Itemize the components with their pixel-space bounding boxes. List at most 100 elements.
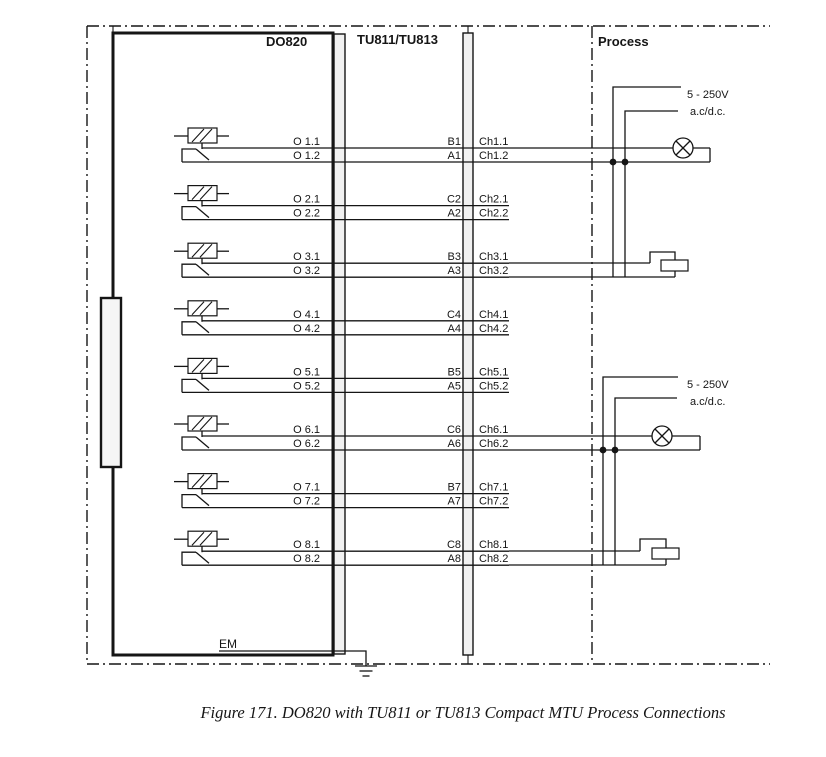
contact-blade <box>195 551 210 564</box>
supply2-line-a <box>602 376 678 565</box>
contact-blade <box>195 321 210 334</box>
channel-row: O 2.1 O 2.2 C2 A2 Ch2.1 Ch2.2 <box>174 184 509 221</box>
coil-hatch-1 <box>191 531 205 546</box>
ch3-load-circuit <box>509 251 689 278</box>
channel-label-bottom: Ch1.2 <box>479 150 508 162</box>
coil-hatch-1 <box>191 416 205 431</box>
terminal-label-bottom: A3 <box>448 265 461 277</box>
channel-label-bottom: Ch4.2 <box>479 323 508 335</box>
output-label-top: O 5.1 <box>293 366 320 378</box>
terminal-label-top: C4 <box>447 309 461 321</box>
channel-label-bottom: Ch5.2 <box>479 380 508 392</box>
lamp-cross-2 <box>675 140 691 156</box>
channel-label-bottom: Ch2.2 <box>479 208 508 220</box>
output-label-top: O 2.1 <box>293 194 320 206</box>
contact-arm <box>181 436 196 450</box>
output-label-bottom: O 4.2 <box>293 323 320 335</box>
contact-arm <box>181 263 196 278</box>
channel-row: O 6.1 O 6.2 C6 A6 Ch6.1 Ch6.2 <box>174 415 509 451</box>
contact-arm <box>181 551 196 566</box>
channel-label-bottom: Ch6.2 <box>479 438 508 450</box>
supply-group-2: 5 - 250V a.c/d.c. <box>602 376 729 565</box>
channel-label-top: Ch5.1 <box>479 366 508 378</box>
channel-label-top: Ch4.1 <box>479 309 508 321</box>
output-label-bottom: O 3.2 <box>293 265 320 277</box>
contact-arm <box>181 378 196 393</box>
channel-row: O 4.1 O 4.2 C4 A4 Ch4.1 Ch4.2 <box>174 300 509 336</box>
coil-hatch-2 <box>199 359 213 373</box>
contact-blade <box>195 378 210 391</box>
process-title: Process <box>598 34 649 49</box>
terminal-label-bottom: A6 <box>448 438 461 450</box>
output-label-top: O 3.1 <box>293 251 320 263</box>
channels-layer: O 1.1 O 1.2 B1 A1 Ch1.1 Ch1.2 O 2.1 O 2.… <box>174 127 509 566</box>
coil-hatch-1 <box>191 128 205 143</box>
channel-row: O 8.1 O 8.2 C8 A8 Ch8.1 Ch8.2 <box>174 530 509 566</box>
output-label-top: O 4.1 <box>293 309 320 321</box>
channel-row: O 7.1 O 7.2 B7 A7 Ch7.1 Ch7.2 <box>174 473 509 509</box>
channel-label-top: Ch3.1 <box>479 251 508 263</box>
supply2-voltage-label: 5 - 250V <box>687 379 729 391</box>
contact-arm <box>181 321 196 335</box>
load-icon <box>660 259 689 272</box>
supply1-line-a <box>612 86 681 277</box>
ch1-lamp-circuit <box>509 137 711 166</box>
channel-row: O 5.1 O 5.2 B5 A5 Ch5.1 Ch5.2 <box>174 357 509 394</box>
output-label-bottom: O 5.2 <box>293 380 320 392</box>
coil-hatch-1 <box>191 243 205 258</box>
tu-terminal-bar <box>462 26 474 664</box>
coil-hatch-2 <box>199 243 213 258</box>
coil-hatch-2 <box>199 474 213 488</box>
coil-hatch-2 <box>199 531 213 546</box>
load-icon <box>651 547 680 560</box>
coil-hatch-2 <box>199 186 213 200</box>
output-label-top: O 1.1 <box>293 136 320 148</box>
tu-title: TU811/TU813 <box>357 32 438 47</box>
contact-blade <box>195 148 210 161</box>
junction-dot <box>611 446 619 454</box>
coil-hatch-1 <box>191 301 205 316</box>
supply1-line-b <box>624 110 678 277</box>
junction-dot <box>621 158 629 166</box>
channel-label-top: Ch8.1 <box>479 539 508 551</box>
contact-blade <box>195 436 210 449</box>
lamp-cross-2 <box>654 428 670 444</box>
ch8-load-circuit <box>509 538 680 566</box>
channel-label-bottom: Ch3.2 <box>479 265 508 277</box>
do820-connector-bar <box>333 33 346 655</box>
output-label-bottom: O 8.2 <box>293 553 320 565</box>
terminal-label-top: B5 <box>448 366 461 378</box>
output-label-bottom: O 2.2 <box>293 208 320 220</box>
contact-arm <box>181 205 196 220</box>
supply2-type-label: a.c/d.c. <box>690 396 725 408</box>
supply1-voltage-label: 5 - 250V <box>687 89 729 101</box>
do820-left-connector <box>99 296 123 469</box>
em-ground: EM <box>219 637 377 677</box>
junction-dot <box>609 158 617 166</box>
cabinet-border <box>86 25 770 665</box>
contact-blade <box>195 206 210 219</box>
tu-bar <box>462 32 474 656</box>
terminal-label-bottom: A2 <box>448 208 461 220</box>
terminal-label-bottom: A7 <box>448 496 461 508</box>
channel-row: O 3.1 O 3.2 B3 A3 Ch3.1 Ch3.2 <box>174 242 509 278</box>
terminal-label-bottom: A5 <box>448 380 461 392</box>
channel-label-top: Ch1.1 <box>479 136 508 148</box>
output-label-bottom: O 7.2 <box>293 496 320 508</box>
terminal-label-top: C2 <box>447 194 461 206</box>
coil-hatch-2 <box>199 128 213 143</box>
junction-dot <box>599 446 607 454</box>
terminal-label-top: B1 <box>448 136 461 148</box>
output-label-top: O 6.1 <box>293 424 320 436</box>
coil-hatch-1 <box>191 359 205 373</box>
terminal-label-top: C6 <box>447 424 461 436</box>
terminal-label-bottom: A8 <box>448 553 461 565</box>
terminal-label-top: B3 <box>448 251 461 263</box>
supply-group-1: 5 - 250V a.c/d.c. <box>612 86 729 277</box>
channel-label-top: Ch2.1 <box>479 194 508 206</box>
contact-blade <box>195 494 210 507</box>
output-label-top: O 7.1 <box>293 482 320 494</box>
connection-diagram: DO820 TU811/TU813 Process O 1.1 O 1.2 B1… <box>86 25 770 677</box>
figure-caption: Figure 171. DO820 with TU811 or TU813 Co… <box>200 703 726 722</box>
